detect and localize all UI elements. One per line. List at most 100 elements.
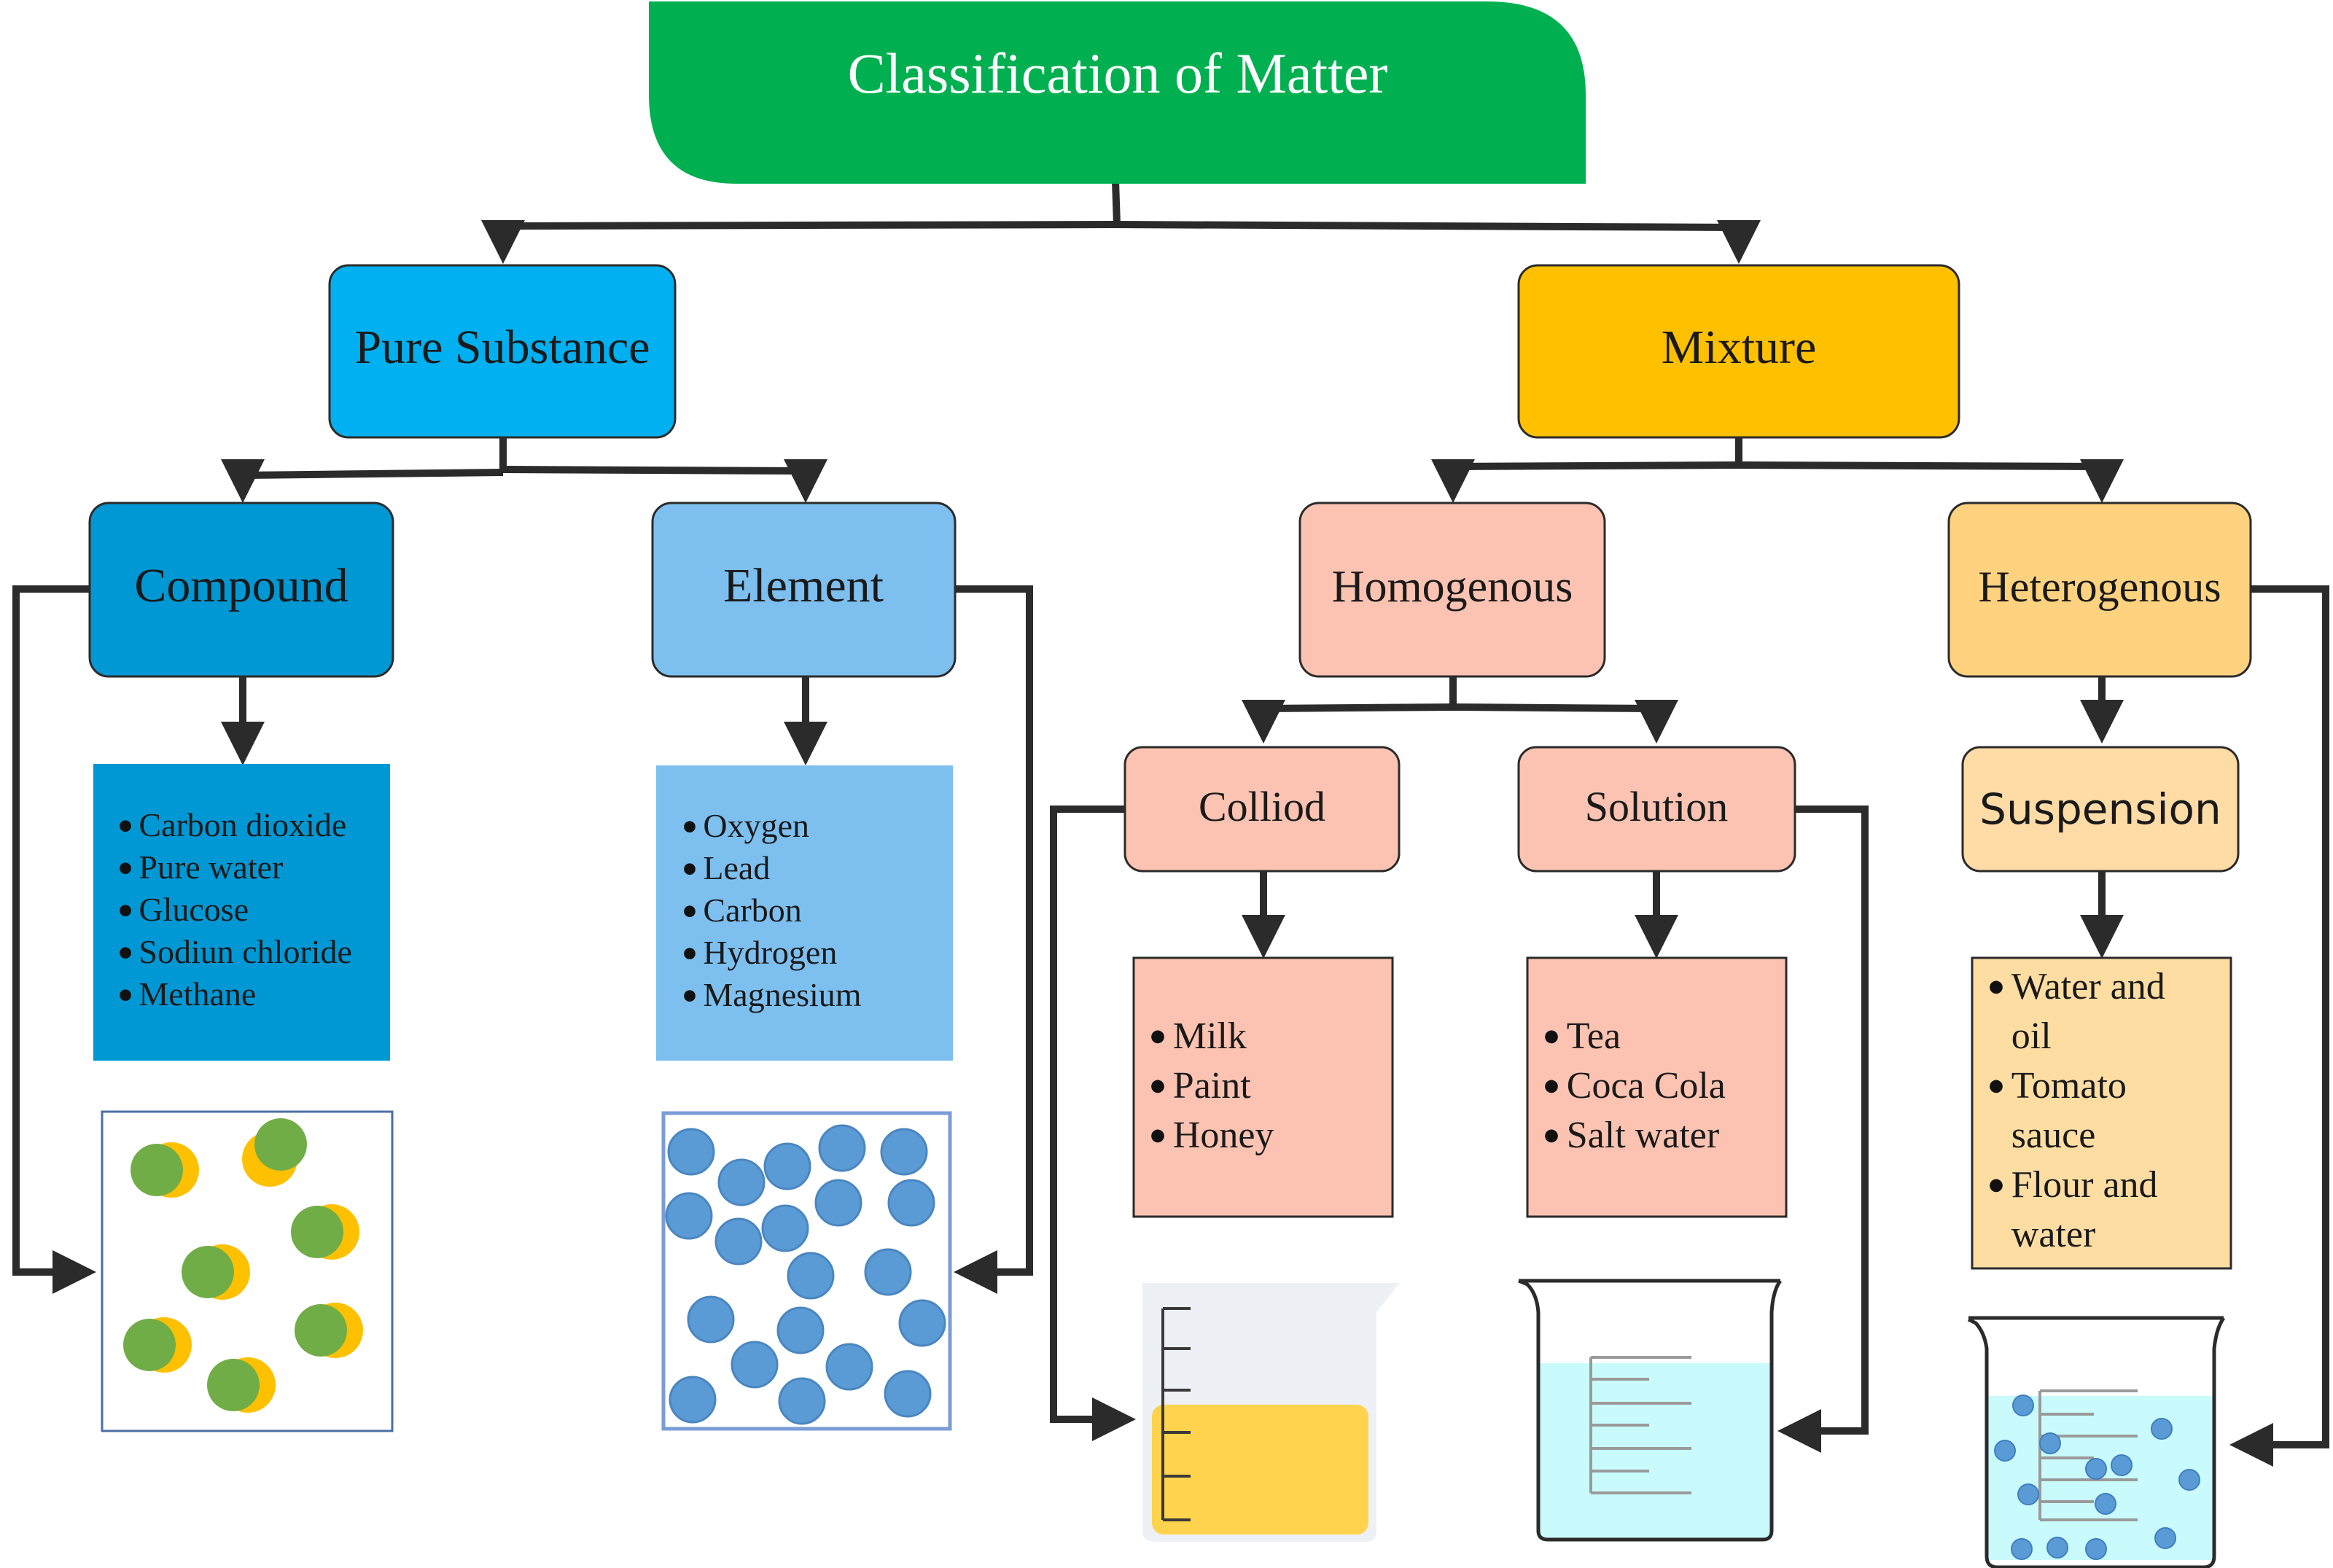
bullet-icon <box>120 947 131 959</box>
suspended-particle <box>2011 1538 2033 1560</box>
suspension-label: Suspension <box>1979 784 2221 834</box>
list-item: Coca Cola <box>1567 1065 1726 1107</box>
connector-compound-illustration <box>12 585 96 1294</box>
green-atom <box>254 1118 307 1171</box>
bullet-icon <box>1151 1129 1164 1143</box>
bullet-icon <box>1990 1179 2003 1193</box>
list-item: Milk <box>1173 1015 1247 1057</box>
heterogenous-node: Heterogenous <box>1947 502 2252 678</box>
blue-atom <box>669 1376 717 1424</box>
connector-solution-illustration <box>1777 806 1869 1453</box>
bullet-icon <box>684 863 696 875</box>
bullet-icon <box>120 862 131 875</box>
list-item: Sodiun chloride <box>139 933 352 970</box>
homogenous-node: Homogenous <box>1298 502 1606 678</box>
pure-substance-node: Pure Substance <box>328 264 677 439</box>
bullet-icon <box>684 990 696 1002</box>
bullet-icon <box>684 905 696 918</box>
suspended-particle <box>2046 1537 2068 1559</box>
list-item: Pure water <box>139 849 283 886</box>
element-node: Element <box>651 502 957 678</box>
connector-to-homogenous <box>1431 459 1740 503</box>
colloid-beaker-ticks <box>1161 1307 1191 1521</box>
green-atom <box>131 1144 183 1196</box>
colliod-node: Colliod <box>1123 746 1401 873</box>
blue-atom <box>776 1306 825 1354</box>
colloid-beaker-illustration <box>1142 1283 1400 1542</box>
bullet-icon <box>120 905 131 917</box>
blue-atom <box>864 1248 912 1296</box>
solution-beaker-glass <box>1518 1279 1783 1542</box>
diagram-title: Classification of Matter <box>848 42 1388 105</box>
blue-atom <box>717 1158 766 1206</box>
blue-atom <box>880 1128 928 1176</box>
blue-atom <box>778 1377 826 1425</box>
mixture-label: Mixture <box>1662 321 1817 374</box>
blue-atom <box>887 1179 935 1227</box>
solution-beaker-ticks <box>1589 1356 1691 1494</box>
green-atom <box>207 1359 260 1411</box>
bullet-icon <box>1990 980 2003 994</box>
blue-atom <box>818 1124 866 1172</box>
list-item: Magnesium <box>703 976 861 1013</box>
green-atom <box>123 1319 176 1371</box>
solution-node: Solution <box>1517 746 1796 873</box>
suspended-particle <box>2017 1483 2039 1505</box>
connector-title <box>1112 180 1121 225</box>
list-item: Carbon <box>703 892 801 929</box>
element-label: Element <box>723 559 884 612</box>
bullet-icon <box>684 821 696 833</box>
suspended-particle <box>2085 1458 2107 1480</box>
bullet-icon <box>1545 1129 1558 1143</box>
suspended-particle <box>2039 1432 2061 1454</box>
colloid-liquid <box>1152 1405 1368 1534</box>
connector-element-illustration <box>954 585 1033 1294</box>
connector-to-element <box>502 459 827 503</box>
pure-substance-label: Pure Substance <box>354 321 650 374</box>
suspended-particle <box>1994 1440 2016 1462</box>
list-item: Salt water <box>1567 1115 1719 1156</box>
blue-atom <box>884 1370 932 1418</box>
suspended-particle <box>2095 1493 2116 1515</box>
solution-label: Solution <box>1585 783 1729 830</box>
title-banner <box>649 1 1586 184</box>
connector-to-colliod <box>1242 700 1454 744</box>
list-item: sauce <box>2011 1115 2095 1156</box>
heterogenous-label: Heterogenous <box>1978 563 2221 611</box>
blue-atom <box>687 1295 735 1343</box>
connector-heterogenous-illustration <box>2229 585 2329 1467</box>
mixture-node: Mixture <box>1517 264 1960 439</box>
blue-atom <box>814 1179 862 1227</box>
bullet-icon <box>1151 1080 1164 1093</box>
bullet-icon <box>1545 1080 1558 1093</box>
list-item: Tea <box>1567 1015 1621 1057</box>
homogenous-label: Homogenous <box>1332 562 1573 612</box>
blue-atom <box>667 1128 715 1176</box>
connector-to-mixture <box>1116 220 1761 264</box>
suspended-particle <box>2085 1538 2107 1560</box>
blue-atom <box>761 1204 809 1252</box>
suspension-beaker-glass <box>1967 1317 2226 1568</box>
blue-atom <box>665 1192 713 1240</box>
suspended-particle <box>2012 1395 2034 1416</box>
connector-colliod-illustration <box>1050 806 1136 1441</box>
green-atom <box>291 1206 343 1258</box>
list-item: Oxygen <box>703 807 809 844</box>
green-atom <box>182 1246 234 1298</box>
list-item: Tomato <box>2011 1065 2127 1107</box>
title-node: Classification of Matter <box>649 1 1586 184</box>
connector-lines <box>12 180 2329 1467</box>
suspension-node: Suspension <box>1961 746 2240 873</box>
solution-liquid <box>1538 1363 1772 1540</box>
suspended-particle <box>2151 1418 2173 1440</box>
blue-atom <box>731 1341 779 1389</box>
blue-atom <box>898 1299 946 1347</box>
colliod-label: Colliod <box>1199 783 1325 830</box>
list-item: Carbon dioxide <box>139 806 346 843</box>
bullet-icon <box>1151 1030 1164 1044</box>
bullet-icon <box>120 989 131 1002</box>
